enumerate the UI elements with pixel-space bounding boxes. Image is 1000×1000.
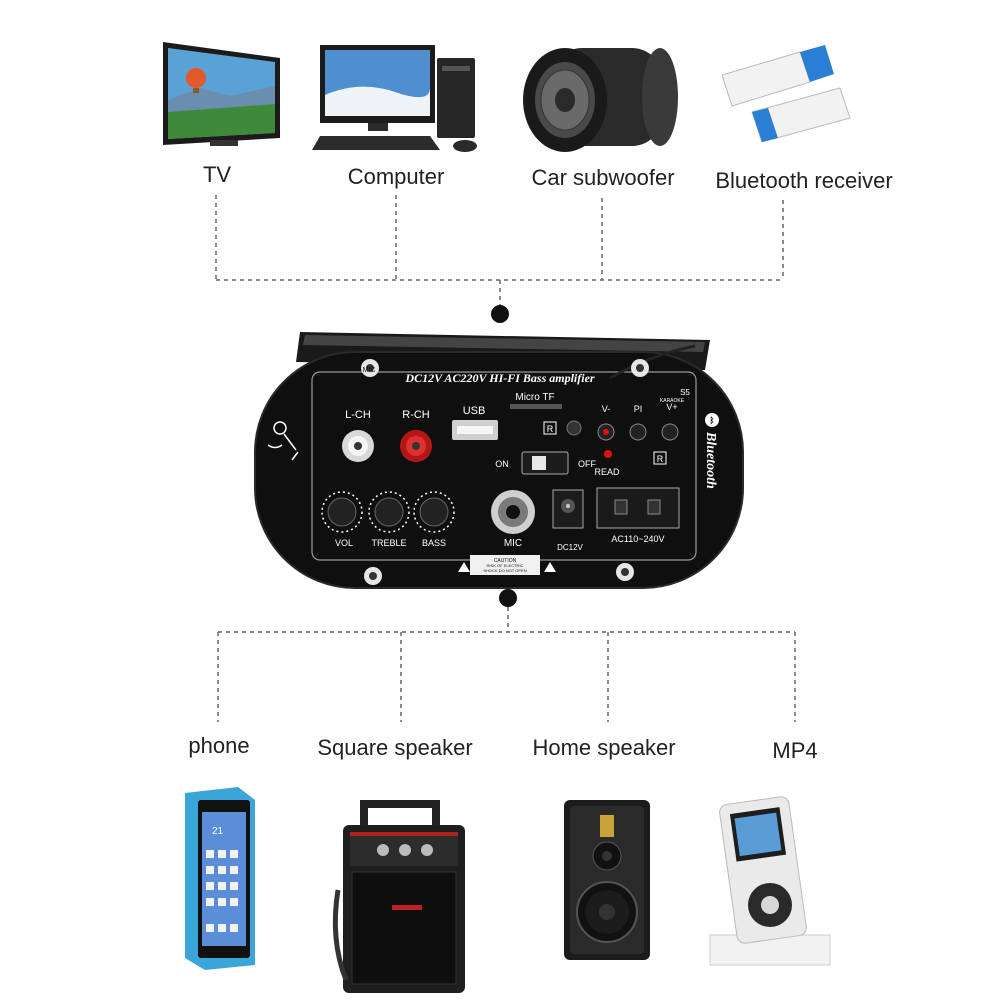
ac-power-socket[interactable]: [596, 487, 680, 529]
bottom-connector-lines: [217, 607, 796, 722]
home-speaker-icon: [564, 800, 650, 960]
vol-label: VOL: [335, 538, 353, 548]
power-switch[interactable]: [521, 451, 569, 475]
v-minus-label: V-: [602, 404, 611, 414]
mic-tag: MIC: [363, 367, 376, 374]
rca-left-input[interactable]: [342, 430, 374, 462]
bass-label: BASS: [422, 538, 446, 548]
read-label: READ: [594, 467, 620, 477]
rca-right-input[interactable]: [400, 430, 432, 462]
dc-jack[interactable]: [552, 489, 584, 529]
computer-icon: [312, 45, 477, 152]
bottom-junction-dot: [499, 589, 517, 607]
car-subwoofer-icon: [523, 48, 678, 152]
lch-label: L-CH: [345, 409, 371, 421]
usb-port[interactable]: [452, 420, 498, 440]
label-computer: Computer: [347, 164, 445, 189]
label-car-subwoofer: Car subwoofer: [531, 165, 675, 190]
svg-text:CAUTION: CAUTION: [494, 558, 517, 564]
label-tv: TV: [202, 162, 232, 187]
dc12v-label: DC12V: [557, 543, 583, 552]
label-home-speaker: Home speaker: [532, 735, 676, 760]
treble-label: TREBLE: [371, 538, 406, 548]
square-speaker-icon: [332, 800, 465, 993]
label-bluetooth-receiver: Bluetooth receiver: [715, 168, 893, 193]
read-led: [604, 450, 612, 458]
mic-label: MIC: [504, 538, 522, 549]
warning-icon-2: [544, 562, 556, 572]
ac-label: AC110~240V: [611, 534, 664, 544]
karaoke-label: KARAOKE: [660, 398, 685, 404]
volume-knob[interactable]: [321, 491, 363, 533]
phone-icon: 21: [185, 787, 255, 970]
play-pause-button[interactable]: [629, 423, 647, 441]
svg-text:SHOCK DO NOT OPEN: SHOCK DO NOT OPEN: [483, 568, 526, 573]
amp-title: DC12V AC220V HI-FI Bass amplifier: [404, 371, 594, 385]
label-phone: phone: [188, 733, 250, 758]
label-mp4: MP4: [772, 738, 818, 763]
s5-label: S5: [680, 388, 690, 397]
volume-up-button[interactable]: [661, 423, 679, 441]
play-label: PI: [634, 404, 643, 414]
caution-plate: CAUTION RISK OF ELECTRIC SHOCK DO NOT OP…: [470, 555, 540, 575]
rch-label: R-CH: [402, 409, 430, 421]
on-label: ON: [495, 459, 509, 469]
micro-tf-slot[interactable]: [510, 404, 562, 409]
svg-text:21: 21: [212, 826, 224, 837]
micro-tf-label: Micro TF: [515, 392, 554, 403]
tv-icon: [163, 42, 280, 146]
bluetooth-icon: [705, 413, 719, 427]
label-square-speaker: Square speaker: [317, 735, 473, 760]
bluetooth-receiver-icon: [721, 45, 851, 143]
warning-icon: [458, 562, 470, 572]
ir-receiver: [566, 420, 582, 436]
mic-jack[interactable]: [491, 490, 535, 534]
treble-knob[interactable]: [368, 491, 410, 533]
bluetooth-label: Bluetooth: [703, 431, 718, 489]
v-plus-label: V+: [666, 402, 677, 412]
top-connector-lines: [215, 195, 784, 305]
usb-label: USB: [463, 405, 486, 417]
mp4-player-icon: [709, 796, 831, 966]
top-junction-dot: [491, 305, 509, 323]
off-label: OFF: [578, 459, 596, 469]
svg-text:RISK OF ELECTRIC: RISK OF ELECTRIC: [487, 563, 524, 568]
karaoke-mic-icon: [267, 421, 299, 461]
svg-text:ᛒ: ᛒ: [710, 416, 715, 425]
r-badge-2: R: [657, 454, 664, 464]
bass-knob[interactable]: [413, 491, 455, 533]
amplifier-panel: DC12V AC220V HI-FI Bass amplifier MIC L-…: [254, 332, 744, 589]
r-badge-1: R: [547, 424, 554, 434]
